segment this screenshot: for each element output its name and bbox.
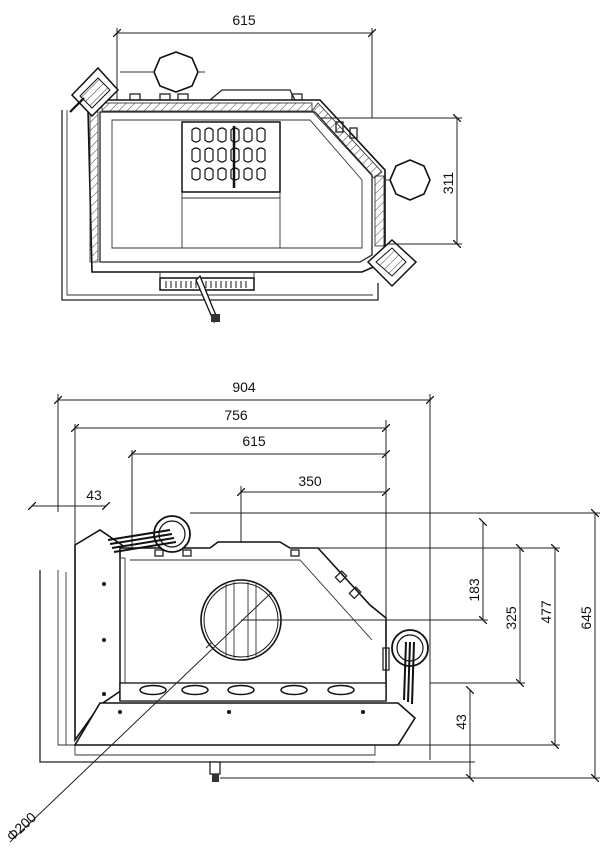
front-handle xyxy=(209,761,221,775)
dim-diameter-label: Φ200 xyxy=(3,809,39,844)
air-inlet-4 xyxy=(280,684,308,696)
top-vent-slats xyxy=(165,281,247,288)
top-bracket-5 xyxy=(335,121,344,133)
top-width-label: 615 xyxy=(232,12,256,28)
front-bracket-3 xyxy=(290,549,300,557)
top-duct-right xyxy=(389,159,431,201)
front-bracket-4 xyxy=(334,570,348,584)
top-bracket-3 xyxy=(177,93,189,101)
top-view: 615 xyxy=(61,12,462,323)
dim-477: 477 xyxy=(398,548,560,745)
dim-756: 756 xyxy=(75,407,386,545)
dim-43-horizontal: 43 xyxy=(32,487,106,515)
air-inlet-2 xyxy=(181,684,209,696)
base-rivet-1 xyxy=(118,710,122,714)
dim-43-vertical-label: 43 xyxy=(453,714,469,730)
dim-904: 904 xyxy=(58,379,430,760)
front-bracket-1 xyxy=(154,549,164,557)
dim-43-horizontal-label: 43 xyxy=(86,487,102,503)
top-bracket-1 xyxy=(129,93,141,101)
dim-325-label: 325 xyxy=(503,606,519,630)
front-right-latch xyxy=(382,647,390,671)
outer-wall-outline xyxy=(61,110,379,301)
front-duct-left xyxy=(107,515,191,553)
dim-645-label: 645 xyxy=(578,606,594,630)
outer-wall-inner-line xyxy=(66,110,373,296)
top-insulation-left xyxy=(89,111,99,263)
base-rivet-2 xyxy=(227,710,231,714)
rivet-2 xyxy=(102,638,106,642)
front-base-foot xyxy=(74,745,376,756)
top-bracket-4 xyxy=(291,93,303,101)
top-insulation-side xyxy=(311,102,383,179)
rivet-3 xyxy=(102,692,106,696)
top-bracket-2 xyxy=(159,93,171,101)
dim-904-label: 904 xyxy=(232,379,256,395)
top-insulation-back xyxy=(101,102,313,112)
top-right-clamp xyxy=(366,238,418,288)
front-wall-outline xyxy=(39,570,375,763)
dim-43-vertical: 43 xyxy=(375,690,475,778)
top-duct-connectors xyxy=(120,71,390,181)
rivet-1 xyxy=(102,582,106,586)
dim-183-label: 183 xyxy=(466,578,482,602)
top-depth-dimension: 311 xyxy=(320,118,462,244)
dim-477-label: 477 xyxy=(538,600,554,624)
front-bracket-2 xyxy=(182,549,192,557)
dim-350-label: 350 xyxy=(298,473,322,489)
top-bracket-6 xyxy=(349,127,358,139)
front-view: 904 756 615 350 43 xyxy=(3,379,600,844)
front-base-plinth xyxy=(73,702,417,746)
front-handle-knob xyxy=(212,774,219,782)
top-vent-grille xyxy=(159,277,255,291)
top-insulation-right xyxy=(374,175,385,247)
top-depth-label: 311 xyxy=(440,172,456,195)
top-left-clamp xyxy=(69,66,120,118)
top-width-dimension: 615 xyxy=(117,12,372,118)
top-lever-knob xyxy=(211,314,220,322)
base-rivet-3 xyxy=(361,710,365,714)
top-firebox-inner2 xyxy=(111,119,363,249)
air-inlet-3 xyxy=(227,684,255,696)
air-inlet-5 xyxy=(327,684,355,696)
front-bracket-5 xyxy=(348,586,362,600)
dim-615-label: 615 xyxy=(242,433,266,449)
top-duct-left xyxy=(153,51,199,93)
dim-645: 645 xyxy=(190,513,600,778)
front-duct-right xyxy=(391,629,429,705)
top-grate-slots xyxy=(191,126,266,188)
dim-756-label: 756 xyxy=(224,407,248,423)
front-firebox-inner xyxy=(130,559,373,641)
top-back-plate xyxy=(209,89,296,101)
air-inlet-1 xyxy=(139,684,167,696)
dim-615: 615 xyxy=(132,420,386,630)
